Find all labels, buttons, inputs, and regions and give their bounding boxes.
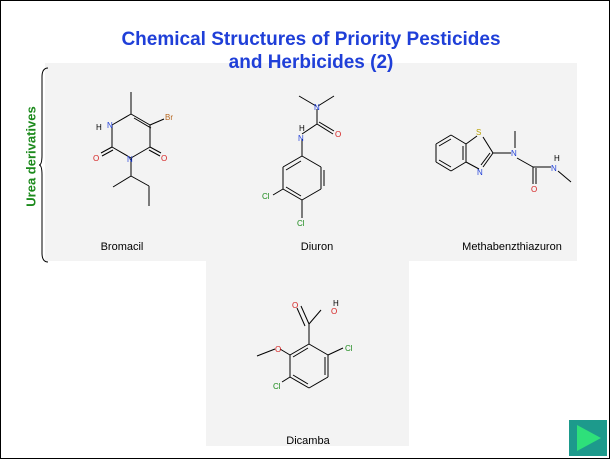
bromacil-structure: H N Br O N O (93, 92, 173, 206)
curly-brace-icon (39, 67, 49, 263)
diuron-atom-h: H (299, 124, 305, 133)
diuron-atom-cl1: Cl (262, 192, 270, 201)
urea-derivatives-label: Urea derivatives (23, 106, 39, 207)
methabenzthiazuron-atom-o: O (531, 185, 537, 194)
dicamba-name: Dicamba (286, 435, 330, 447)
slide-title: Chemical Structures of Priority Pesticid… (41, 28, 581, 74)
methabenzthiazuron-atom-h: H (554, 154, 560, 163)
diuron-atom-n1: N (314, 103, 320, 112)
structures-panel-bottom (206, 259, 409, 446)
diuron-atom-o: O (335, 130, 341, 139)
bromacil-atom-br: Br (165, 113, 173, 122)
diuron-name: Diuron (300, 241, 334, 253)
dicamba-atom-cl2: Cl (273, 382, 281, 391)
bromacil-name: Bromacil (100, 241, 144, 253)
play-arrow-icon (577, 425, 601, 451)
dicamba-atom-h: H (333, 299, 339, 308)
bromacil-atom-h: H (96, 123, 102, 132)
dicamba-atom-cl1: Cl (345, 344, 353, 353)
bromacil-atom-o2: O (93, 154, 99, 163)
methabenzthiazuron-atom-n1: N (477, 168, 483, 177)
methabenzthiazuron-structure: S N N H N O (435, 128, 572, 194)
diuron-structure: N O H N Cl Cl (262, 95, 341, 228)
title-line-1: Chemical Structures of Priority Pesticid… (121, 29, 501, 50)
methabenzthiazuron-atom-s: S (476, 128, 481, 137)
methabenzthiazuron-atom-n3: N (551, 164, 557, 173)
bromacil-atom-n1: N (107, 121, 113, 130)
bromacil-atom-n2: N (127, 155, 133, 164)
diuron-atom-n2: N (298, 134, 304, 143)
diuron-atom-cl2: Cl (297, 219, 305, 228)
dicamba-atom-o3: O (275, 345, 281, 354)
structures-panel-top (45, 63, 577, 261)
bromacil-atom-o1: O (161, 154, 167, 163)
methabenzthiazuron-name: Methabenzthiazuron (462, 241, 562, 253)
dicamba-structure: H O O O Cl Cl (256, 299, 353, 391)
dicamba-atom-o2: O (292, 301, 298, 310)
methabenzthiazuron-atom-n2: N (511, 149, 517, 158)
next-slide-button[interactable] (569, 420, 607, 456)
dicamba-atom-o1: O (331, 307, 337, 316)
title-line-2: and Herbicides (2) (228, 52, 394, 73)
